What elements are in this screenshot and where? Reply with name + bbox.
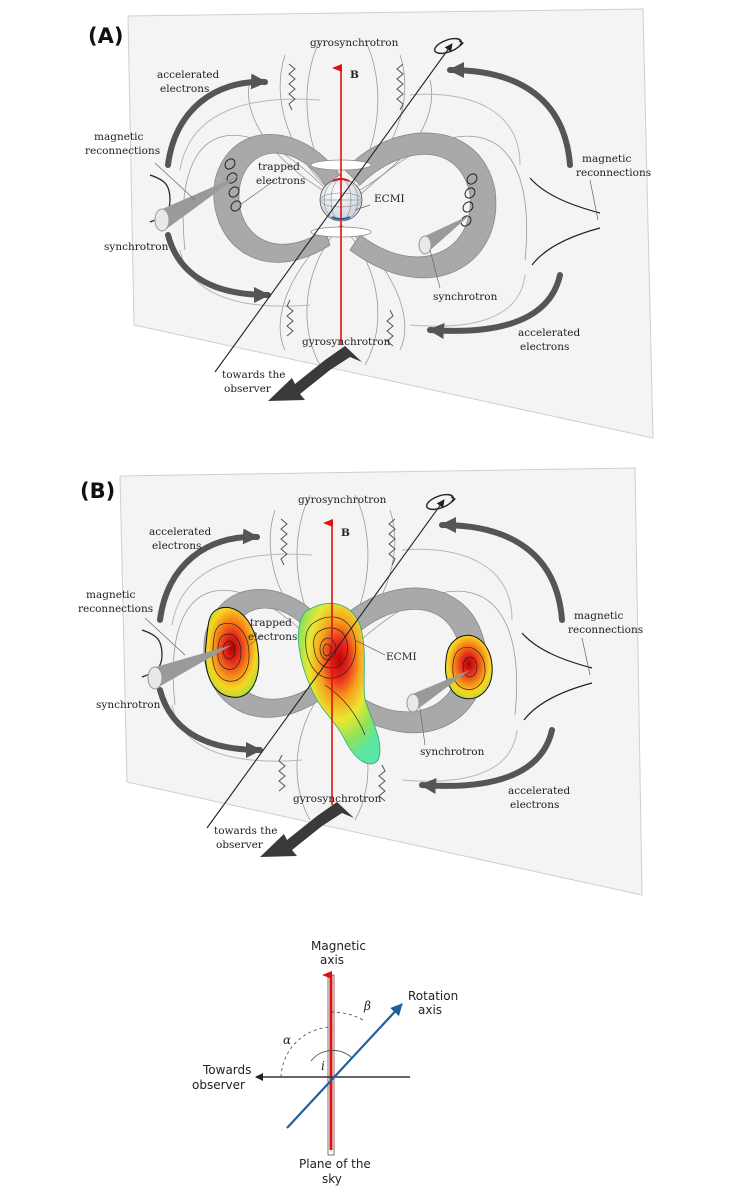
panel-a-right-loop <box>344 132 497 279</box>
beta-label: β <box>363 999 371 1013</box>
panel-a-acc-right-label-1: accelerated <box>518 327 581 339</box>
panel-b-observer-label-2: observer <box>216 839 264 851</box>
panel-a-tag: (A) <box>88 24 123 48</box>
panel-a-observer-arrow <box>268 346 362 401</box>
panel-b-mag-right-label-2: reconnections <box>568 624 643 636</box>
panel-b-right-cone <box>410 670 470 711</box>
panel-a-gyro-top-label: gyrosynchrotron <box>310 37 399 49</box>
panel-a-trapping-loops <box>213 132 497 279</box>
panel-a-synchrotron-cones <box>154 175 470 255</box>
alpha-arc <box>280 1026 332 1078</box>
panel-b-gyro-bottom-label: gyrosynchrotron <box>293 793 382 805</box>
panel-b-emission-maps <box>204 603 493 765</box>
panel-b-leaders <box>144 617 591 746</box>
panel-b-observer-arrow <box>260 802 354 857</box>
panel-a-right-cone <box>423 215 470 252</box>
panel-a-mag-left-label-1: magnetic <box>94 131 143 143</box>
panel-b-left-cone <box>152 645 232 688</box>
panel-b-tag: (B) <box>80 479 115 503</box>
plane-of-sky-label-1: Plane of the <box>299 1157 371 1171</box>
panel-a-mag-left-label-2: reconnections <box>85 145 160 157</box>
towards-observer-label-2: observer <box>192 1078 245 1092</box>
panel-a-trapped-label-2: electrons <box>256 175 305 187</box>
panel-a-rotation-icon <box>433 37 463 55</box>
panel-a-rotation-axis <box>214 43 453 373</box>
panel-b-acc-right-label-2: electrons <box>510 799 559 811</box>
panel-a-right-spiral <box>460 173 478 227</box>
geometry-rotation-axis <box>286 1003 403 1129</box>
panel-b-mag-right-label-1: magnetic <box>574 610 623 622</box>
panel-a-right-reconnection <box>529 177 601 266</box>
panel-a-mag-right-label-1: magnetic <box>582 153 631 165</box>
panel-b-acc-right-label-1: accelerated <box>508 785 571 797</box>
panel-b-trapped-label-1: trapped <box>250 617 292 629</box>
panel-a-reconnections <box>149 174 601 266</box>
rotation-axis-label-1: Rotation <box>408 989 458 1003</box>
towards-observer-label-1: Towards <box>202 1063 251 1077</box>
panel-b-ecmi-label: ECMI <box>386 651 417 663</box>
panel-a-left-spiral <box>224 158 242 212</box>
panel-b-rotation-axis <box>206 499 445 829</box>
magnetic-axis-label-1: Magnetic <box>311 939 366 953</box>
panel-b-acc-left-label-1: accelerated <box>149 526 212 538</box>
panel-b-acc-left-label-2: electrons <box>152 540 201 552</box>
panel-a-gyro-waves <box>286 63 404 347</box>
panel-a-plane <box>127 8 654 439</box>
panel-b-circulation-arrows <box>157 517 565 794</box>
plane-of-sky-label-2: sky <box>322 1172 342 1186</box>
panel-b-right-reconnection <box>521 632 593 721</box>
panel-b: (B) <box>78 467 643 896</box>
panel-a-sync-right-label: synchrotron <box>433 291 498 303</box>
panel-b-mag-left-label-1: magnetic <box>86 589 135 601</box>
panel-a: (A) <box>85 8 654 439</box>
alpha-label: α <box>283 1033 291 1047</box>
panel-a-left-cone <box>160 175 240 230</box>
panel-b-sync-right-label: synchrotron <box>420 746 485 758</box>
panel-b-sync-left-label: synchrotron <box>96 699 161 711</box>
geometry-sketch: Magnetic axis Rotation axis Towards obse… <box>192 939 458 1186</box>
panel-b-mag-left-label-2: reconnections <box>78 603 153 615</box>
panel-a-leaders <box>154 162 599 289</box>
panel-b-rotation-icon <box>425 493 455 511</box>
panel-b-trapped-label-2: electrons <box>248 631 297 643</box>
inclination-arc <box>310 1050 353 1062</box>
panel-a-sync-left-label: synchrotron <box>104 241 169 253</box>
panel-b-b-field-label: B <box>341 527 350 539</box>
panel-b-gyro-top-label: gyrosynchrotron <box>298 494 387 506</box>
panel-a-acc-right-label-2: electrons <box>520 341 569 353</box>
panel-a-b-field-label: B <box>350 69 359 81</box>
panel-a-left-loop <box>213 134 341 263</box>
panel-a-observer-label-2: observer <box>224 383 272 395</box>
panel-b-synchrotron-cones <box>147 645 470 713</box>
panel-a-mag-right-label-2: reconnections <box>576 167 651 179</box>
panel-a-observer-label-1: towards the <box>222 369 285 381</box>
panel-a-ecmi-label: ECMI <box>374 193 405 205</box>
panel-b-observer-label-1: towards the <box>214 825 277 837</box>
panel-a-acc-left-label-2: electrons <box>160 83 209 95</box>
panel-b-left-blob <box>204 607 260 698</box>
panel-a-trapped-label-1: trapped <box>258 161 300 173</box>
panel-b-gyro-waves <box>278 518 396 802</box>
rotation-axis-label-2: axis <box>418 1003 442 1017</box>
panel-b-plane <box>119 467 643 896</box>
inclination-label: i <box>321 1059 325 1073</box>
panel-a-acc-left-label-1: accelerated <box>157 69 220 81</box>
panel-a-circulation-arrows <box>165 62 573 339</box>
panel-a-gyro-bottom-label: gyrosynchrotron <box>302 336 391 348</box>
panel-b-right-blob <box>445 634 493 700</box>
magnetic-axis-label-2: axis <box>320 953 344 967</box>
beta-arc <box>330 1011 364 1021</box>
